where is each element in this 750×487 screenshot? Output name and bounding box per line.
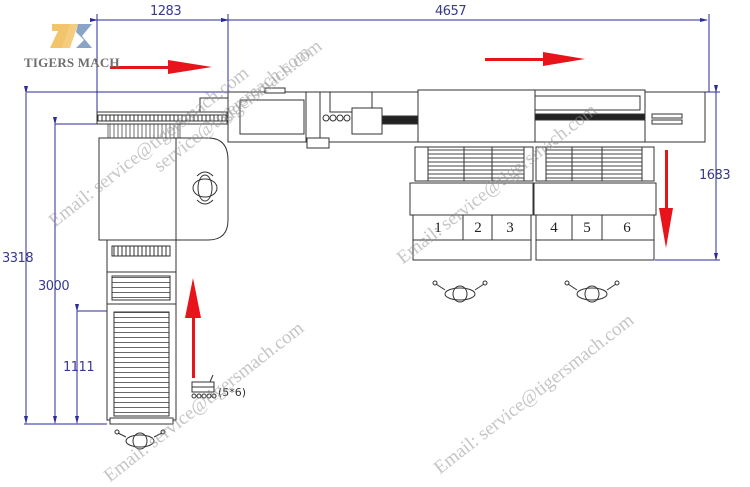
operator-icon-station-1 — [432, 280, 488, 303]
tray-quantity-label: (5*6) — [218, 386, 247, 399]
logo-mark — [50, 24, 92, 48]
top-conveyor — [96, 97, 229, 139]
right-conveyor — [417, 89, 706, 143]
station-3: 3 — [506, 220, 514, 236]
dim-top-right: 4657 — [435, 4, 467, 19]
dim-left-bottom: 1111 — [63, 360, 95, 375]
station-5: 5 — [583, 220, 591, 236]
station-block-right — [533, 146, 657, 261]
station-4: 4 — [550, 220, 558, 236]
vertical-conveyor — [106, 239, 177, 425]
flow-arrow-down — [659, 150, 673, 248]
dim-right-height: 1683 — [699, 168, 731, 183]
station-1: 1 — [434, 220, 442, 236]
station-block-left — [409, 146, 534, 261]
operator-icon-left-machine — [192, 171, 218, 205]
flow-arrow-top-left — [110, 60, 212, 74]
layout-drawing — [24, 14, 720, 450]
operator-icon-bottom — [114, 429, 166, 450]
dim-left-total: 3318 — [2, 251, 34, 266]
tray-icon — [191, 374, 217, 399]
middle-machines — [227, 87, 419, 149]
left-machine — [98, 137, 229, 241]
dim-left-inner: 3000 — [38, 279, 70, 294]
brand-name: TIGERS MACH — [24, 55, 120, 70]
station-6: 6 — [623, 220, 631, 236]
station-2: 2 — [474, 220, 482, 236]
dimension-lines — [24, 14, 720, 425]
flow-arrow-up — [185, 278, 201, 378]
dim-top-left: 1283 — [150, 4, 182, 19]
flow-arrow-top-right — [485, 52, 585, 66]
operator-icon-station-2 — [564, 280, 620, 303]
